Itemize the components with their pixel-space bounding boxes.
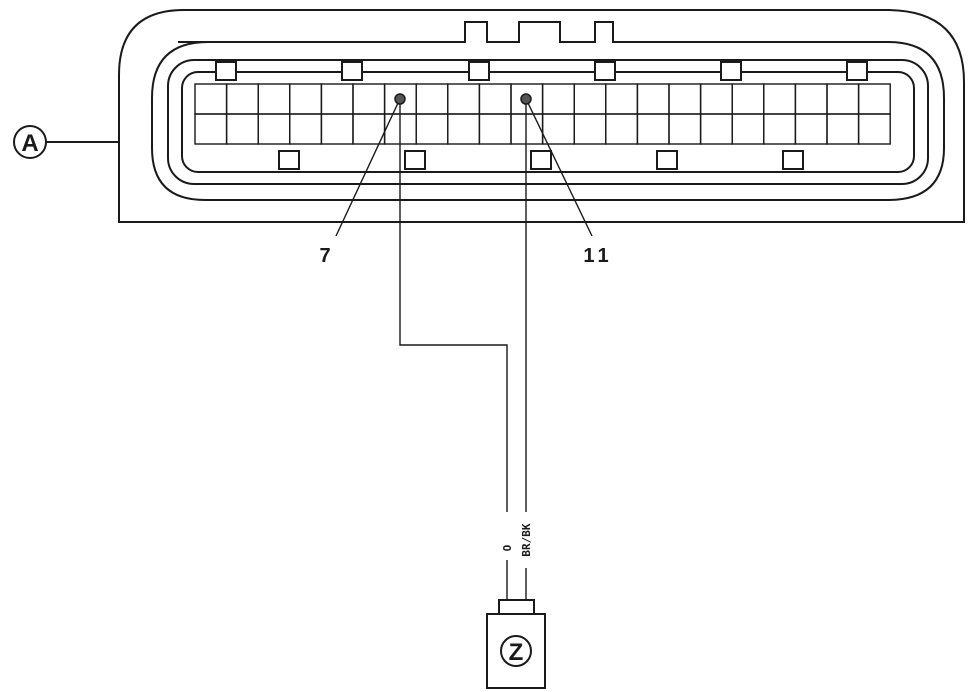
pin-cell (857, 113, 891, 145)
top-tab (341, 61, 363, 81)
pin-cell (826, 83, 860, 115)
pin-7-dot (394, 93, 406, 105)
pin-cell (257, 83, 291, 115)
top-tabs (215, 61, 868, 81)
pin-cell (289, 113, 323, 145)
pin-cell (636, 83, 670, 115)
connector-inner-rim (181, 71, 915, 173)
bottom-tabs (278, 150, 804, 170)
pin-cell (447, 113, 481, 145)
pin-cell (352, 83, 386, 115)
pin-cell (194, 113, 228, 145)
pin-cell (541, 83, 575, 115)
pin-cell (573, 113, 607, 145)
pin-cell (352, 113, 386, 145)
pin-cell (194, 83, 228, 115)
pin-cell (320, 113, 354, 145)
bottom-tab (656, 150, 678, 170)
pin-cell (794, 113, 828, 145)
pin-cell (826, 113, 860, 145)
callout-z-label: Z (509, 639, 524, 666)
wire-o-label: O (501, 544, 514, 551)
pin-cell (573, 83, 607, 115)
pin-cell (415, 113, 449, 145)
pin-cell (510, 113, 544, 145)
pin-11-label: 11 (583, 245, 612, 267)
pin-cell (731, 83, 765, 115)
pin-cell (257, 113, 291, 145)
pin-cell (636, 113, 670, 145)
pin-7-label: 7 (319, 245, 330, 267)
pin-cell (478, 113, 512, 145)
component-z-plug (498, 599, 535, 615)
pin-cell (668, 113, 702, 145)
bottom-tab (404, 150, 426, 170)
callout-a-circle (13, 125, 47, 159)
pin-cell (699, 113, 733, 145)
pin-11-dot (520, 93, 532, 105)
pin-cell (699, 83, 733, 115)
pin-cell (857, 83, 891, 115)
pin-cell (478, 83, 512, 115)
pin-cell (541, 113, 575, 145)
pin-cell (289, 83, 323, 115)
top-tab (468, 61, 490, 81)
pin-cell (320, 83, 354, 115)
pin-cell (763, 113, 797, 145)
pin-7-leader (335, 102, 399, 237)
top-tab (594, 61, 616, 81)
pin-cell (794, 83, 828, 115)
pin-cell (225, 113, 259, 145)
callout-a-label: A (21, 130, 38, 157)
bottom-tab (530, 150, 552, 170)
pin-11-leader (527, 102, 593, 237)
connector-inner-frame (151, 21, 945, 201)
pin-grid (194, 83, 891, 145)
connector-rim (167, 59, 929, 185)
pin-cell (415, 83, 449, 115)
top-tab (846, 61, 868, 81)
callout-z-circle (500, 635, 532, 667)
wire-o (399, 99, 508, 512)
bottom-tab (782, 150, 804, 170)
pin-cell (225, 83, 259, 115)
top-tab (215, 61, 237, 81)
pin-cell (447, 83, 481, 115)
pin-cell (668, 83, 702, 115)
connector-housing (118, 9, 965, 223)
bottom-tab (278, 150, 300, 170)
pin-cell (605, 83, 639, 115)
pin-cell (605, 113, 639, 145)
wire-br-bk-label: BR/BK (520, 523, 533, 556)
pin-cell (763, 83, 797, 115)
top-tab (720, 61, 742, 81)
pin-cell (731, 113, 765, 145)
